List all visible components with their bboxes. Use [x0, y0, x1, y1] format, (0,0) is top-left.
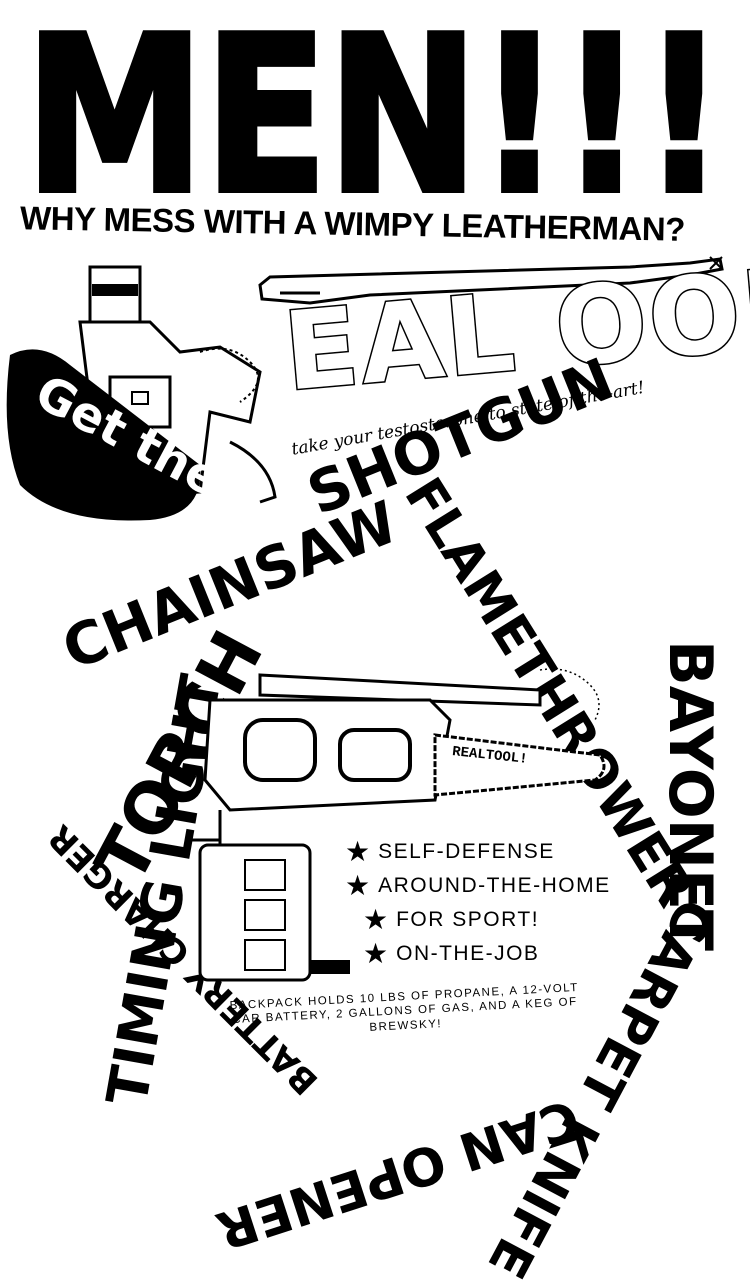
chainsaw-illustration [190, 668, 606, 982]
star-icon: ★ [345, 835, 371, 868]
get-the-badge: Get the [6, 349, 210, 521]
uses-list: ★ SELF-DEFENSE ★ AROUND-THE-HOME ★ FOR S… [345, 838, 611, 968]
list-item: ★ SELF-DEFENSE [345, 838, 611, 866]
list-item: ★ FOR SPORT! [363, 906, 611, 934]
list-item: ★ ON-THE-JOB [363, 940, 611, 968]
list-item: ★ AROUND-THE-HOME [345, 872, 611, 900]
use-label: ON-THE-JOB [396, 942, 540, 965]
use-label: AROUND-THE-HOME [378, 874, 611, 897]
star-icon: ★ [363, 937, 389, 970]
rifle-illustration [258, 256, 724, 305]
use-label: SELF-DEFENSE [378, 840, 555, 863]
star-icon: ★ [345, 869, 371, 902]
use-label: FOR SPORT! [396, 908, 540, 931]
headline-graphic: MEN!!! [22, 0, 728, 210]
star-icon: ★ [363, 903, 389, 936]
headline: MEN!!! [25, 0, 725, 210]
